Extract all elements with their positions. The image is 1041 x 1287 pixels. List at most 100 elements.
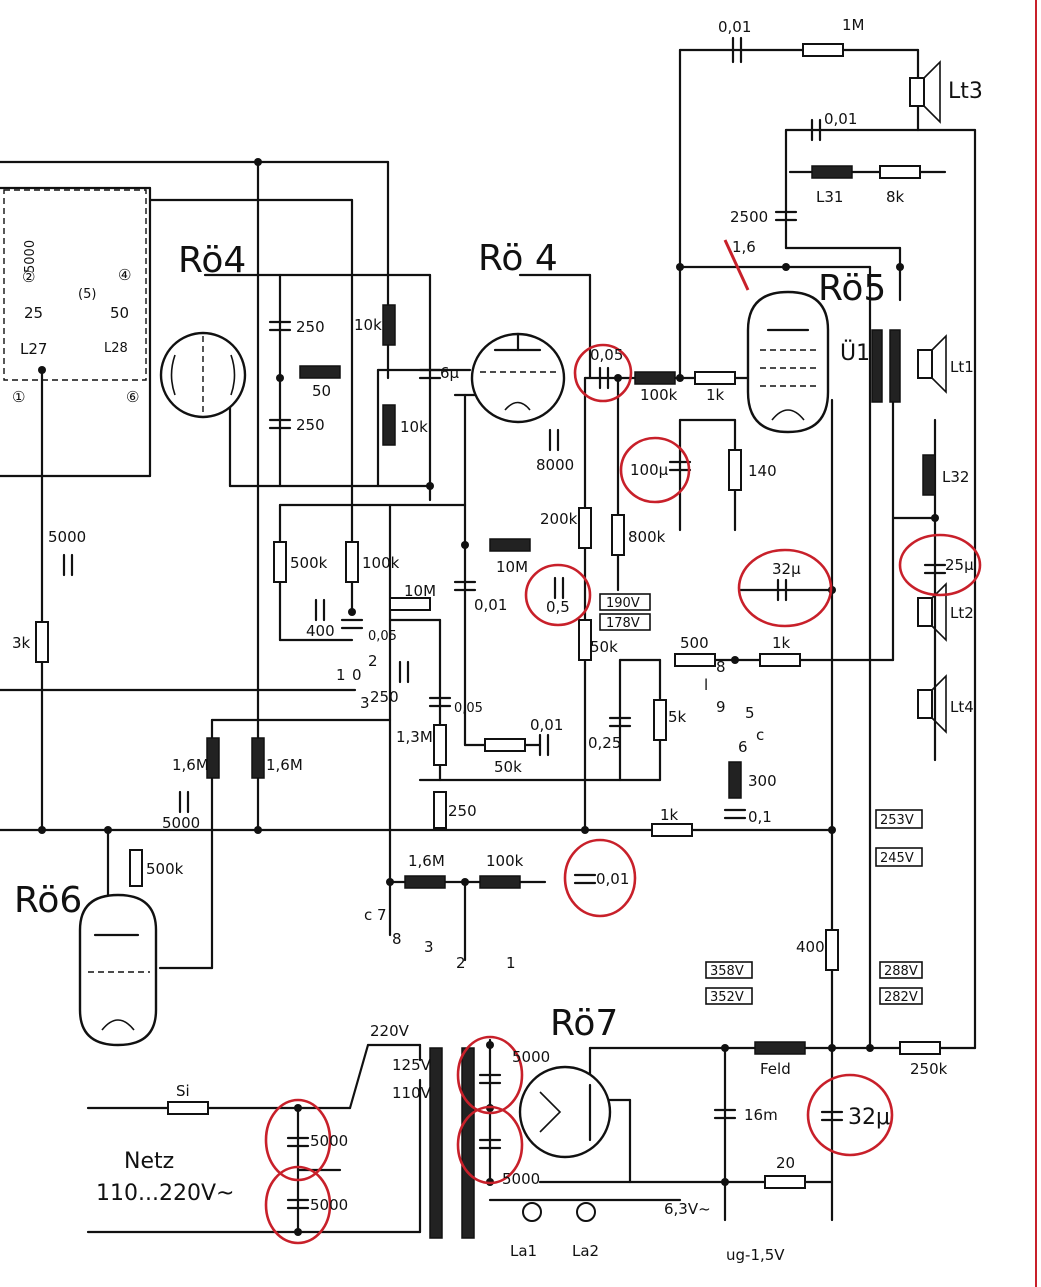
transformer [429, 329, 901, 1239]
label-r-16m-b: 1,6M [266, 756, 303, 774]
label-c-5000-l: 5000 [23, 240, 38, 273]
label-r-100k-c: 100k [486, 852, 524, 870]
label-c-001-d: 0,01 [530, 716, 563, 734]
label-r-400: 400 [796, 938, 825, 956]
label-v-253: 253V [880, 813, 914, 828]
label-netz: Netz [124, 1149, 174, 1174]
label-c-250a: 250 [296, 318, 325, 336]
label-r-250: 250 [448, 802, 477, 820]
label-r-50k-b: 50k [494, 758, 522, 776]
label-l31: L31 [816, 188, 843, 206]
label-sw-l: l [704, 676, 708, 694]
tube-rö7 [518, 1065, 612, 1159]
label-rö6: Rö6 [14, 880, 82, 921]
label-si: Si [176, 1082, 190, 1100]
label-r-50k-a: 50k [590, 638, 618, 656]
label-sw-9: 9 [716, 698, 726, 716]
label-c-250c: 250 [370, 688, 399, 706]
label-r-10k-a: 10k [354, 316, 382, 334]
label-v-352: 352V [710, 990, 744, 1005]
label-lt1: Lt1 [950, 358, 974, 376]
voltage-boxes [599, 593, 923, 1005]
label-v-125: 125V [392, 1056, 432, 1074]
label-sw-c: c [756, 726, 764, 744]
label-c-5000-t: 5000 [512, 1048, 550, 1066]
label-u1: Ü1 [840, 340, 870, 366]
label-c-001-top: 0,01 [718, 18, 751, 36]
resistors [35, 43, 941, 1189]
label-r-16m-c: 1,6M [408, 852, 445, 870]
label-la2: La2 [572, 1242, 599, 1260]
label-r-300: 300 [748, 772, 777, 790]
label-r-250k: 250k [910, 1060, 948, 1078]
label-sw-2b: 2 [456, 954, 466, 972]
label-l28: L28 [104, 341, 128, 356]
label-c-8000: 8000 [536, 456, 574, 474]
label-r-16: 1,6 [732, 238, 756, 256]
label-c-5000-b: 5000 [48, 528, 86, 546]
red-highlights [264, 239, 982, 1245]
label-v-245: 245V [880, 851, 914, 866]
label-r-20: 20 [776, 1154, 795, 1172]
label-rö5: Rö5 [818, 268, 886, 309]
label-sw-8b: 8 [392, 930, 402, 948]
label-c-16u: 16m [744, 1106, 778, 1124]
label-v-358: 358V [710, 964, 744, 979]
wiring [0, 48, 977, 1234]
label-c-005-c: 0,05 [454, 701, 483, 716]
label-r-100k-b: 100k [362, 554, 400, 572]
label-r-10k-b: 10k [400, 418, 428, 436]
label-n2: ② [22, 268, 35, 286]
label-c-25u: 25μ [945, 556, 974, 574]
label-r-500k-b: 500k [146, 860, 184, 878]
label-r-1k-a: 1k [706, 386, 725, 404]
label-netz-v: 110...220V~ [96, 1181, 234, 1206]
label-pot-10m: 10M [404, 582, 436, 600]
label-lt4: Lt4 [950, 698, 974, 716]
label-r-100k-a: 100k [640, 386, 678, 404]
label-c-5000-bot: 5000 [502, 1170, 540, 1188]
label-v-288: 288V [884, 964, 918, 979]
label-feld: Feld [760, 1060, 791, 1078]
tube-rö4-right [470, 332, 566, 424]
label-r-10m-a: 10M [496, 558, 528, 576]
label-c-005-a: 0,05 [590, 346, 623, 364]
label-v-282: 282V [884, 990, 918, 1005]
labels: Rö4 Rö 4 Rö5 Rö6 Rö7 0,01 1M Lt3 0,01 L3… [12, 16, 983, 1264]
tube-rö6 [78, 893, 158, 1047]
label-r-800k: 800k [628, 528, 666, 546]
label-rö4-left: Rö4 [178, 240, 246, 281]
label-la1: La1 [510, 1242, 537, 1260]
label-v-178: 178V [606, 616, 640, 631]
label-sw-6: 6 [738, 738, 748, 756]
label-c-5000-n2: 5000 [310, 1196, 348, 1214]
capacitors [62, 36, 947, 1210]
label-sw-2: 2 [368, 652, 378, 670]
label-c-005-b: 0,05 [368, 629, 397, 644]
label-r-1k-b: 1k [772, 634, 791, 652]
label-c-5000-n1: 5000 [310, 1132, 348, 1150]
label-r-16m-a: 1,6M [172, 756, 209, 774]
label-n1: ① [12, 388, 25, 406]
label-v-110: 110V [392, 1084, 432, 1102]
label-r-200k: 200k [540, 510, 578, 528]
label-c-01: 0,1 [748, 808, 772, 826]
speakers [909, 60, 947, 734]
label-pot-13m: 1,3M [396, 728, 433, 746]
label-c-25: 25 [24, 304, 43, 322]
label-c-250b: 250 [296, 416, 325, 434]
label-n4: ④ [118, 266, 131, 284]
label-sw-1: 1 [336, 666, 346, 684]
label-c-001-b: 0,01 [824, 110, 857, 128]
label-c-05: 0,5 [546, 598, 570, 616]
tube-rö4-left [159, 331, 247, 419]
label-sw-5: 5 [745, 704, 755, 722]
label-r-8k: 8k [886, 188, 905, 206]
label-l27: L27 [20, 340, 47, 358]
tube-rö5 [746, 290, 830, 434]
label-sw-c7: c 7 [364, 906, 387, 924]
label-c-001-e: 0,01 [596, 870, 629, 888]
label-l32: L32 [942, 468, 969, 486]
label-r-3k: 3k [12, 634, 31, 652]
junctions [38, 46, 939, 1236]
